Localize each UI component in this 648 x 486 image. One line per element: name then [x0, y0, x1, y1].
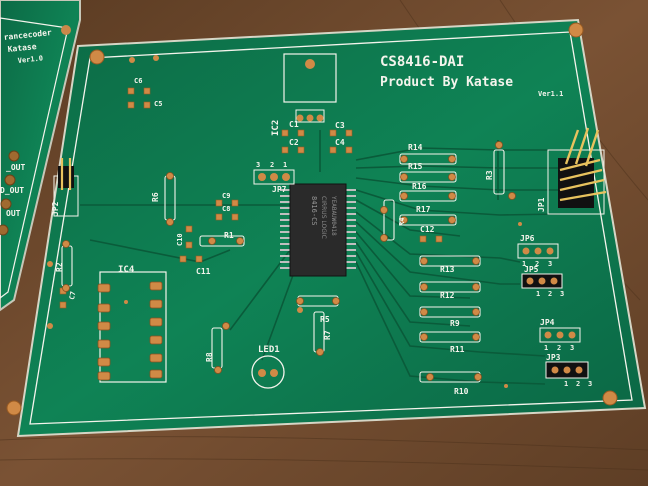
label-r10: R10 [454, 387, 469, 396]
jumper-jp5 [521, 273, 563, 289]
label-jp5: JP5 [524, 265, 539, 274]
ic4-socket [97, 271, 167, 383]
jp3-pin-1: 1 [564, 380, 568, 388]
led1 [251, 355, 285, 389]
jp4-pin-3: 3 [570, 344, 574, 352]
regulator-ic2 [283, 53, 337, 123]
left-board-text-3: Ver1.0 [17, 54, 43, 65]
mount-hole-top-left [89, 49, 105, 65]
label-r6: R6 [151, 192, 160, 202]
board-version: Ver1.1 [538, 90, 563, 98]
jp7-pin-2: 2 [270, 161, 274, 169]
label-jp6: JP6 [520, 234, 535, 243]
board-subtitle: Product By Katase [380, 75, 513, 90]
label-c6: C6 [134, 77, 142, 85]
chip-marking-3: YEABAUW0418 [330, 196, 337, 236]
chip-pins [280, 189, 356, 269]
jp1-header [547, 127, 607, 215]
label-r16: R16 [412, 182, 427, 191]
label-r5: R5 [320, 315, 330, 324]
cs8416-chip [280, 183, 356, 277]
mount-hole-bottom-right [602, 390, 618, 406]
left-board-connectors [0, 150, 20, 236]
label-r12: R12 [440, 291, 455, 300]
jp4-pin-1: 1 [544, 344, 548, 352]
label-r3: R3 [485, 170, 494, 180]
label-c12: C12 [420, 225, 435, 234]
label-c1: C1 [289, 120, 299, 129]
jp7-pin-1: 1 [283, 161, 287, 169]
label-jp1: JP1 [537, 197, 546, 212]
label-c10: C10 [176, 233, 184, 246]
label-c8: C8 [222, 205, 230, 213]
jp3-pin-2: 2 [576, 380, 580, 388]
label-c4: C4 [335, 138, 345, 147]
capacitor-pads [59, 87, 443, 309]
label-r14: R14 [408, 143, 423, 152]
label-r11: R11 [450, 345, 465, 354]
left-board-text-2: Katase [7, 42, 37, 54]
jumper-jp6 [517, 243, 559, 259]
label-jp3: JP3 [546, 353, 561, 362]
label-c7: C7 [68, 291, 77, 301]
jp5-pin-1: 1 [536, 290, 540, 298]
jp4-pin-2: 2 [557, 344, 561, 352]
label-r7: R7 [323, 330, 332, 340]
label-r15: R15 [408, 162, 423, 171]
label-c9: C9 [222, 192, 230, 200]
vias [47, 55, 522, 388]
left-board-out-2: D_OUT [0, 186, 24, 195]
chip-marking-1: 8416-CS [310, 196, 318, 226]
label-c3: C3 [335, 121, 345, 130]
jp3-pin-3: 3 [588, 380, 592, 388]
label-r8: R8 [205, 352, 214, 362]
label-ic4: IC4 [118, 265, 135, 275]
label-r17: R17 [416, 205, 431, 214]
chip-marking-2: CIRRUS LOGIC [320, 196, 327, 239]
resistor-pads [62, 141, 516, 381]
mount-hole-top-right [568, 22, 584, 38]
jp2-header [53, 158, 79, 217]
label-r4: R4 [398, 218, 406, 226]
jp5-pin-3: 3 [560, 290, 564, 298]
label-jp4: JP4 [540, 318, 555, 327]
mount-hole-bottom-left [6, 400, 22, 416]
jp6-pin-3: 3 [548, 260, 552, 268]
label-r1: R1 [224, 231, 234, 240]
left-pcb: rancecoder Katase Ver1.0 _OUT D_OUT OUT [0, 0, 81, 312]
label-led1: LED1 [258, 345, 280, 355]
board-title: CS8416-DAI [380, 54, 464, 70]
label-r2: R2 [55, 262, 64, 272]
left-board-hole [61, 25, 71, 35]
main-pcb-outline [29, 31, 633, 425]
label-jp7: JP7 [272, 185, 287, 194]
jp5-pin-2: 2 [548, 290, 552, 298]
left-board-out-3: OUT [6, 209, 21, 218]
jumper-jp3 [545, 361, 589, 379]
label-c11: C11 [196, 267, 211, 276]
label-c5: C5 [154, 100, 162, 108]
jp7-outline [253, 169, 295, 185]
label-jp2: JP2 [51, 201, 60, 216]
jumper-jp4 [539, 327, 581, 343]
jp6-pin-2: 2 [535, 260, 539, 268]
jp6-pin-1: 1 [522, 260, 526, 268]
label-c2: C2 [289, 138, 299, 147]
left-board-out-1: _OUT [6, 163, 25, 172]
label-ic2: IC2 [271, 120, 281, 136]
jp7-pads [258, 173, 290, 181]
label-r9: R9 [450, 319, 460, 328]
jp7-pin-3: 3 [256, 161, 260, 169]
label-r13: R13 [440, 265, 455, 274]
